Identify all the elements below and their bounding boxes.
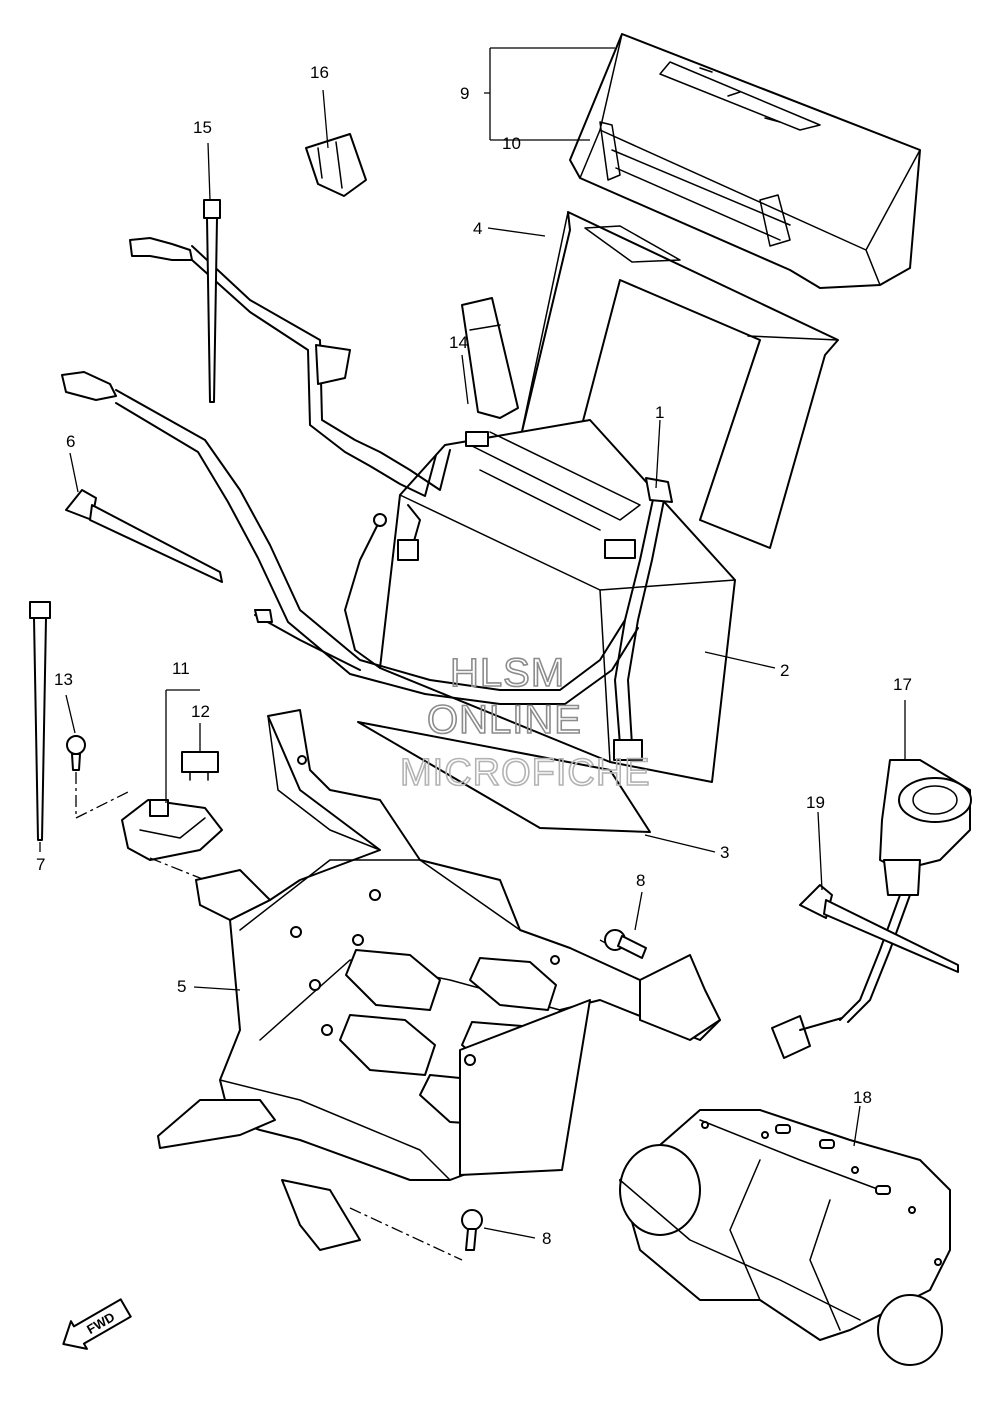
callout-2: 2 [780,661,789,680]
cable-tie-6 [65,489,223,583]
cable-tie-19 [799,884,959,973]
fwd-arrow: FWD [62,1298,132,1350]
callout-6: 6 [66,432,75,451]
clamp-16 [305,133,367,197]
battery-band [519,211,839,549]
fuse-box-11 [121,799,223,861]
callout-numbers: 1 2 3 4 5 6 7 8 8 9 10 11 12 13 14 15 16… [36,63,912,1248]
battery [379,419,736,783]
leader-lines [39,47,906,1239]
cable-tie-15 [203,199,221,403]
bolt-8-lower [461,1209,483,1251]
callout-1: 1 [655,403,664,422]
watermark-line-2: ONLINE [427,698,582,742]
callout-19: 19 [806,793,825,812]
watermark-line-3: MICROFICHE [400,752,651,794]
dc-socket [771,759,972,1059]
callout-12: 12 [191,702,210,721]
wire-harness-lower [61,371,639,705]
callout-8-upper: 8 [636,871,645,890]
callout-18: 18 [853,1088,872,1107]
callout-11: 11 [172,659,190,678]
callout-14: 14 [449,333,468,352]
wire-harness-upper [129,237,451,561]
callout-8-lower: 8 [542,1229,551,1248]
battery-cover [569,33,921,289]
callout-13: 13 [54,670,73,689]
heat-protector [619,1109,951,1366]
terminal-cover [461,297,519,419]
cable-tie-7 [29,601,51,841]
callout-15: 15 [193,118,212,137]
fuse-12 [181,751,219,781]
callout-4: 4 [473,219,482,238]
bolt-13 [66,735,86,771]
callout-5: 5 [177,977,186,996]
battery-pad [357,721,651,833]
callout-7: 7 [36,855,45,874]
callout-10: 10 [502,134,521,153]
fwd-arrow-icon [62,1298,132,1350]
bolt-8-upper [604,929,647,959]
callout-16: 16 [310,63,329,82]
watermark-line-1: HLSM [450,651,565,695]
callout-9: 9 [460,84,469,103]
watermark: HLSM ONLINE MICROFICHE [399,650,651,795]
battery-tray [157,709,721,1251]
callout-3: 3 [720,843,729,862]
callout-17: 17 [893,675,912,694]
